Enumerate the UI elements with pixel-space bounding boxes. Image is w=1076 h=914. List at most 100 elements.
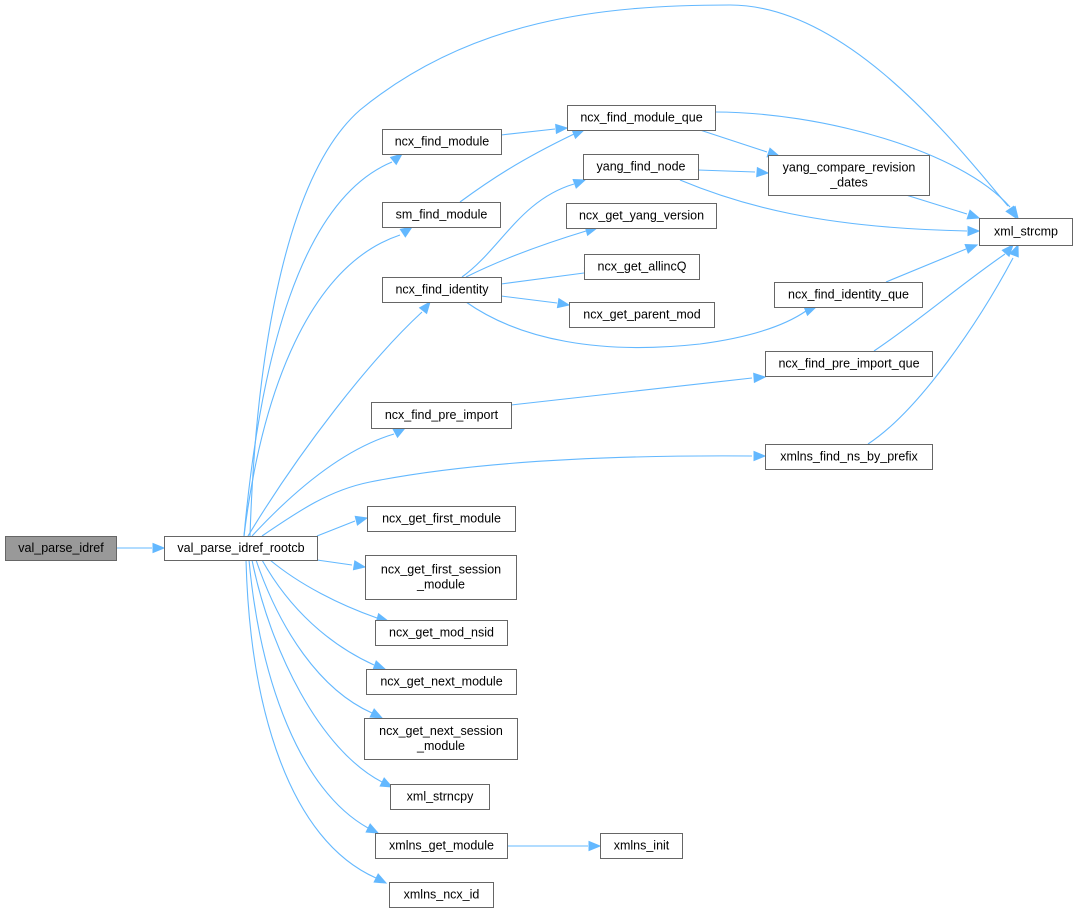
node-val-parse-idref-rootcb[interactable]: val_parse_idref_rootcb [164,536,318,561]
node-box[interactable] [979,218,1073,246]
edge-ncx_find_module_que-to-yang_compare_revision_dates [699,129,781,158]
node-box[interactable] [390,784,490,810]
node-ncx-find-pre-import[interactable]: ncx_find_pre_import [371,402,512,429]
edge-line [510,377,753,406]
node-label: ncx_find_module_que [580,111,702,125]
edge-line [459,133,575,203]
node-box[interactable] [382,277,502,303]
node-box[interactable] [600,833,683,859]
arrowhead-icon [756,166,770,178]
node-ncx-get-first-module[interactable]: ncx_get_first_module [367,506,516,532]
edge-line [249,4,1009,537]
node-label: ncx_find_identity_que [788,288,909,302]
edge-line [885,248,967,283]
node-yang-compare-revision-dates[interactable]: yang_compare_revision_dates [768,155,930,196]
arrowhead-icon [572,179,587,189]
node-box[interactable] [5,536,117,561]
node-xml-strcmp[interactable]: xml_strcmp [979,218,1073,246]
edge-line [316,559,353,566]
node-box[interactable] [768,155,930,196]
node-label: ncx_get_next_session [379,724,503,738]
edge-val_parse_idref-to-val_parse_idref_rootcb [116,542,166,554]
edge-line [500,128,556,136]
arrowhead-icon [964,244,979,254]
node-box[interactable] [366,669,517,695]
edge-line [251,433,395,537]
node-label: ncx_get_allincQ [598,260,687,274]
edge-val_parse_idref_rootcb-to-xmlns_get_module [248,559,380,834]
edge-line [465,230,587,278]
node-label: ncx_find_module [395,135,490,149]
edge-line [699,129,768,153]
edge-ncx_find_identity-to-ncx_get_yang_version [465,225,599,278]
node-box[interactable] [765,444,933,470]
node-box[interactable] [566,203,717,229]
node-box[interactable] [367,506,516,532]
node-box[interactable] [567,105,716,131]
node-label: xmlns_get_module [389,839,494,853]
node-box[interactable] [584,254,700,280]
node-yang-find-node[interactable]: yang_find_node [583,154,699,180]
node-box[interactable] [375,833,508,859]
node-ncx-get-first-session-module[interactable]: ncx_get_first_session_module [365,555,517,600]
node-label: _module [416,578,465,592]
arrowhead-icon [392,427,407,439]
node-box[interactable] [365,555,517,600]
node-ncx-find-identity[interactable]: ncx_find_identity [382,277,502,303]
node-label: sm_find_module [396,208,488,222]
arrowhead-icon [967,225,981,237]
node-label: ncx_find_pre_import_que [778,357,919,371]
node-box[interactable] [371,402,512,429]
arrowhead-icon [966,209,981,220]
node-xmlns-ncx-id[interactable]: xmlns_ncx_id [389,882,494,908]
node-box[interactable] [375,620,508,646]
node-ncx-find-identity-que[interactable]: ncx_find_identity_que [774,282,923,308]
node-ncx-find-module[interactable]: ncx_find_module [382,129,502,155]
node-ncx-get-mod-nsid[interactable]: ncx_get_mod_nsid [375,620,508,646]
arrowhead-icon [803,306,818,317]
arrowhead-icon [1006,205,1019,220]
node-box[interactable] [583,154,699,180]
node-val-parse-idref[interactable]: val_parse_idref [5,536,117,561]
node-ncx-get-next-session-module[interactable]: ncx_get_next_session_module [364,718,518,760]
node-sm-find-module[interactable]: sm_find_module [382,202,501,228]
arrowhead-icon [555,123,569,135]
node-box[interactable] [382,202,501,228]
node-label: yang_compare_revision [783,161,916,175]
arrowhead-icon [418,300,431,315]
node-xmlns-init[interactable]: xmlns_init [600,833,683,859]
node-ncx-get-next-module[interactable]: ncx_get_next_module [366,669,517,695]
edge-val_parse_idref_rootcb-to-ncx_find_identity [247,300,431,537]
edge-line [261,455,753,537]
node-ncx-get-allincQ[interactable]: ncx_get_allincQ [584,254,700,280]
arrowhead-icon [1001,244,1014,258]
node-box[interactable] [765,351,933,377]
node-label: ncx_get_first_module [382,512,501,526]
node-ncx-get-yang-version[interactable]: ncx_get_yang_version [566,203,717,229]
node-xmlns-find-ns-by-prefix[interactable]: xmlns_find_ns_by_prefix [765,444,933,470]
edge-yang_find_node-to-yang_compare_revision_dates [697,166,770,178]
node-box[interactable] [382,129,502,155]
edge-val_parse_idref_rootcb-to-xml_strncpy [251,559,394,788]
arrowhead-icon [352,560,367,571]
edge-line [500,272,585,285]
node-xml-strncpy[interactable]: xml_strncpy [390,784,490,810]
node-box[interactable] [774,282,923,308]
node-label: ncx_get_next_module [380,675,502,689]
node-box[interactable] [389,882,494,908]
edge-line [461,183,575,278]
node-box[interactable] [569,302,715,328]
node-box[interactable] [364,718,518,760]
node-ncx-get-parent-mod[interactable]: ncx_get_parent_mod [569,302,715,328]
edge-line [255,559,373,714]
edge-ncx_find_module_que-to-xml_strcmp [714,111,1019,220]
node-label: ncx_find_identity [395,283,489,297]
node-xmlns-get-module[interactable]: xmlns_get_module [375,833,508,859]
node-label: xml_strcmp [994,225,1058,239]
node-ncx-find-pre-import-que[interactable]: ncx_find_pre_import_que [765,351,933,377]
arrowhead-icon [373,873,388,884]
node-ncx-find-module-que[interactable]: ncx_find_module_que [567,105,716,131]
node-box[interactable] [164,536,318,561]
arrowhead-icon [365,823,380,834]
